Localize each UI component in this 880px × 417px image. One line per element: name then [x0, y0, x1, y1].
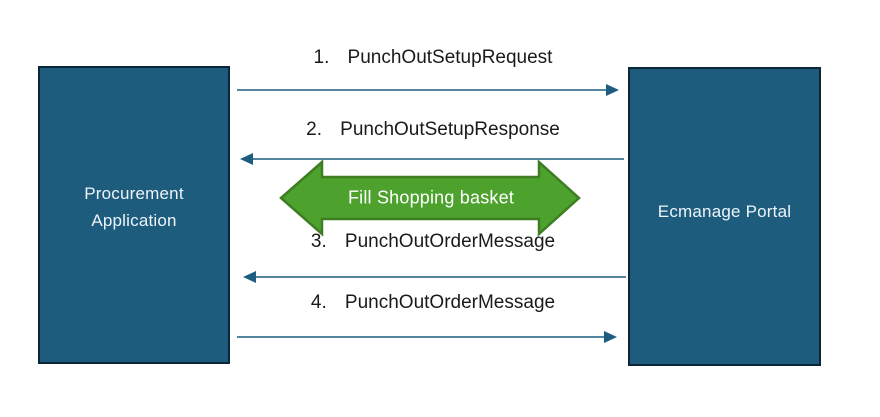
message-number: 2. — [306, 119, 322, 140]
message-text: PunchOutSetupResponse — [340, 119, 560, 140]
message-label-4: 4. PunchOutOrderMessage — [311, 291, 555, 315]
message-text: PunchOutSetupRequest — [347, 47, 553, 68]
actor-ecmanage-portal: Ecmanage Portal — [628, 67, 821, 366]
fill-shopping-basket-arrow — [279, 159, 581, 237]
fill-shopping-basket-label: Fill Shopping basket — [347, 187, 515, 208]
actor-ecmanage-label-line1: Ecmanage Portal — [657, 202, 792, 221]
message-number: 3. — [310, 231, 327, 252]
actor-procurement-label: Procurement Application — [84, 180, 184, 234]
message-arrow-3-left — [243, 271, 626, 283]
message-number: 4. — [310, 292, 327, 313]
actor-ecmanage-label: Ecmanage Portal — [658, 198, 791, 225]
message-label-1: 1. PunchOutSetupRequest — [314, 46, 553, 70]
arrowhead-left-icon — [243, 271, 256, 283]
actor-procurement-label-line2: Application — [91, 211, 177, 230]
message-label-2: 2. PunchOutSetupResponse — [306, 118, 560, 142]
actor-procurement-application: Procurement Application — [38, 66, 230, 364]
message-text: PunchOutOrderMessage — [344, 292, 556, 313]
arrowhead-right-icon — [604, 331, 617, 343]
double-arrow-icon — [279, 159, 581, 237]
message-label-3: 3. PunchOutOrderMessage — [311, 230, 555, 254]
message-number: 1. — [313, 47, 330, 68]
message-arrow-1-right — [237, 84, 619, 96]
arrowhead-right-icon — [606, 84, 619, 96]
arrowhead-left-icon — [240, 153, 253, 165]
message-arrow-2-left — [240, 153, 624, 165]
actor-procurement-label-line1: Procurement — [84, 184, 184, 203]
message-arrow-4-right — [237, 331, 617, 343]
message-text: PunchOutOrderMessage — [344, 231, 556, 252]
